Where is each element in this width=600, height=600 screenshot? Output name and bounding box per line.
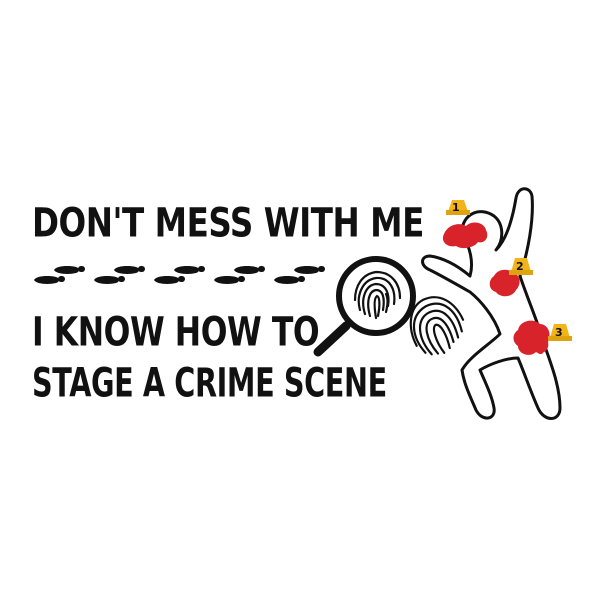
headline-line-3: STAGE A CRIME SCENE bbox=[32, 361, 387, 407]
footprint-pair bbox=[94, 266, 145, 284]
evidence-marker-icon: 3 bbox=[548, 324, 572, 341]
headline-line-1: DON'T MESS WITH ME bbox=[32, 201, 424, 247]
blood-splatter-icon bbox=[442, 222, 488, 249]
evidence-marker-icon: 1 bbox=[446, 200, 470, 215]
headline-line-2: I KNOW HOW TO bbox=[32, 310, 320, 356]
footprint-pair bbox=[34, 266, 85, 284]
evidence-marker-label: 3 bbox=[555, 326, 563, 339]
footprint-pair bbox=[214, 266, 265, 284]
evidence-marker-label: 2 bbox=[516, 260, 524, 273]
evidence-marker-label: 1 bbox=[452, 201, 460, 214]
blood-drip bbox=[538, 344, 543, 354]
footprint-pair bbox=[274, 266, 325, 284]
footprint-pair bbox=[154, 266, 205, 284]
evidence-marker-icon: 2 bbox=[509, 258, 533, 275]
blood-splatter-icon bbox=[489, 269, 520, 297]
